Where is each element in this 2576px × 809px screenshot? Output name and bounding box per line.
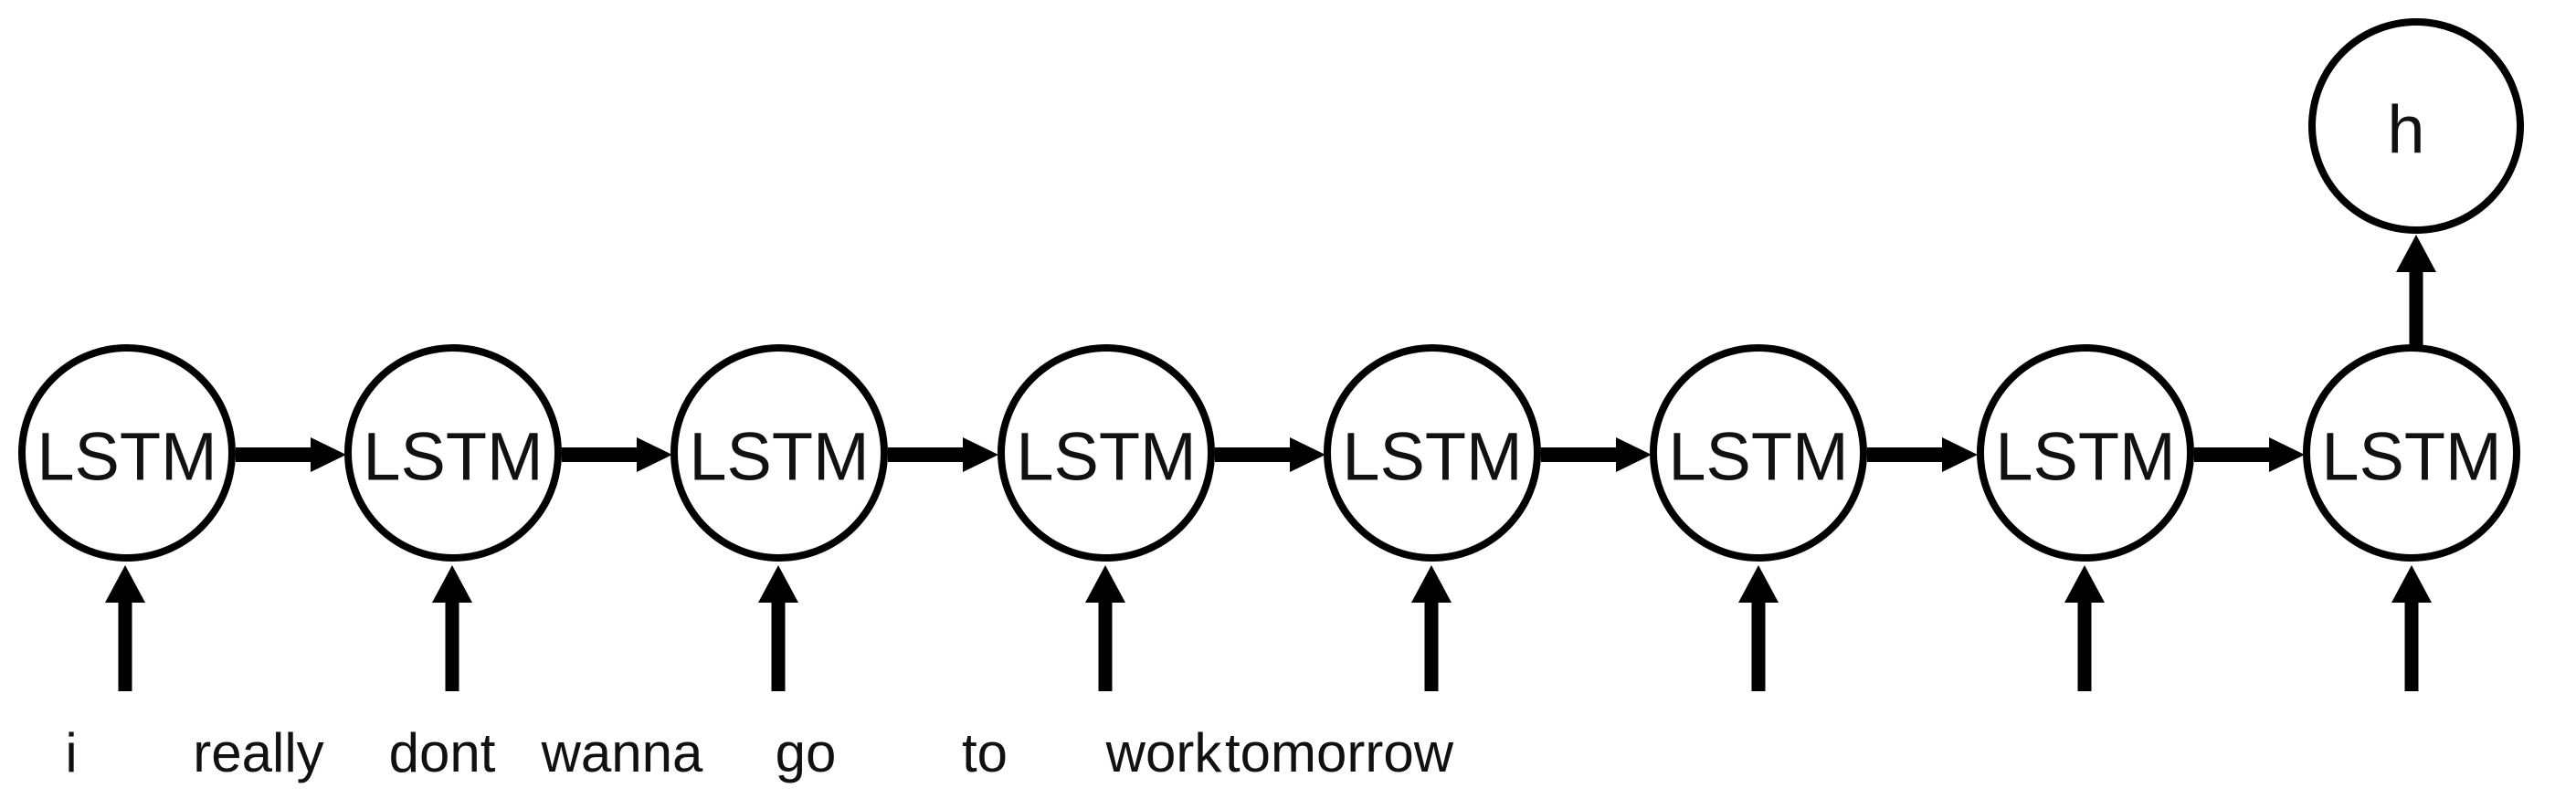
recurrent-arrow-4 [1215,437,1325,472]
arrow-head-icon [1411,565,1452,603]
lstm-cell-label: LSTM [1016,419,1196,495]
lstm-cell-7[interactable]: LSTM [1977,344,2194,562]
arrow-head-icon [758,565,798,603]
input-arrow-5 [1411,565,1452,691]
recurrent-arrow-7 [2194,437,2305,472]
recurrent-arrow-6 [1867,437,1978,472]
arrow-head-icon [963,437,998,472]
lstm-cell-label: LSTM [363,419,543,495]
recurrent-arrow-3 [888,437,998,472]
lstm-cell-5[interactable]: LSTM [1324,344,1541,562]
recurrent-arrow-1 [236,437,346,472]
lstm-cell-label: LSTM [689,419,869,495]
input-token-label: go [776,722,837,783]
input-arrow-6 [1738,565,1779,691]
arrow-head-icon [311,437,346,472]
arrow-head-icon [2391,565,2432,603]
lstm-cell-6[interactable]: LSTM [1650,344,1867,562]
lstm-cell-circle[interactable] [18,344,236,562]
lstm-cell-label: LSTM [1342,419,1522,495]
lstm-cell-label: LSTM [37,419,216,495]
lstm-cell-circle[interactable] [670,344,888,562]
lstm-cell-label: LSTM [1995,419,2175,495]
arrow-head-icon [1290,437,1325,472]
lstm-cell-circle[interactable] [1977,344,2194,562]
input-arrow-3 [758,565,798,691]
lstm-cell-circle[interactable] [998,344,1215,562]
input-arrow-8 [2391,565,2432,691]
arrow-head-icon [2269,437,2305,472]
input-arrow-2 [432,565,472,691]
input-arrow-7 [2064,565,2105,691]
input-token-label: to [962,722,1008,783]
lstm-cell-3[interactable]: LSTM [670,344,888,562]
lstm-cell-label: LSTM [1668,419,1848,495]
input-token-label: wanna [541,722,703,783]
input-token-label: tomorrow [1225,722,1454,783]
arrow-head-icon [637,437,672,472]
lstm-cell-2[interactable]: LSTM [344,344,562,562]
input-arrow-4 [1085,565,1125,691]
hidden-state-node[interactable]: h [2308,18,2524,234]
lstm-cell-4[interactable]: LSTM [998,344,1215,562]
lstm-cell-circle[interactable] [1324,344,1541,562]
arrow-head-icon [1942,437,1978,472]
hidden-state-label: h [2387,92,2424,168]
recurrent-arrow-5 [1541,437,1652,472]
input-token-label: i [65,722,77,783]
arrow-head-icon [1085,565,1125,603]
arrow-head-icon [432,565,472,603]
input-token-label: work [1105,722,1223,783]
arrow-head-icon [2064,565,2105,603]
lstm-cell-circle[interactable] [344,344,562,562]
input-arrow-1 [105,565,145,691]
lstm-cell-circle[interactable] [2303,344,2520,562]
arrow-head-icon [105,565,145,603]
arrow-head-icon [2396,235,2436,272]
input-token-label: really [193,722,323,783]
input-token-label: dont [389,722,496,783]
arrow-head-icon [1738,565,1779,603]
hidden-state-circle[interactable] [2308,18,2524,234]
arrow-head-icon [1616,437,1652,472]
lstm-cell-1[interactable]: LSTM [18,344,236,562]
output-arrow [2396,235,2436,347]
lstm-cell-8[interactable]: LSTM [2303,344,2520,562]
recurrent-arrow-2 [562,437,672,472]
lstm-cell-circle[interactable] [1650,344,1867,562]
lstm-cell-label: LSTM [2321,419,2501,495]
